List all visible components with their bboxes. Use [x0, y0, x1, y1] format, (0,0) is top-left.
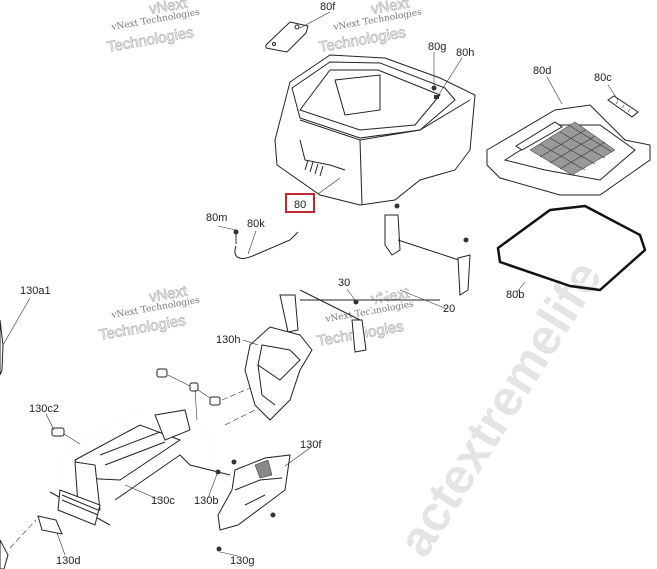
part-80d-lid[interactable]: [486, 104, 651, 196]
part-spacers[interactable]: [156, 368, 256, 426]
lid-grid-pattern: [529, 121, 616, 176]
callout-130f: 130f: [300, 439, 322, 451]
part-80h-bolt[interactable]: [434, 95, 439, 99]
callout-80d: 80d: [533, 65, 551, 77]
part-130c2-bolt[interactable]: [51, 427, 81, 445]
callout-130c2: 130c2: [29, 403, 59, 415]
callout-20: 20: [443, 303, 455, 315]
part-80k-cable[interactable]: [234, 231, 299, 259]
callout-80b: 80b: [506, 289, 524, 301]
leader-lines: [2, 11, 619, 557]
svg-text:Technologies: Technologies: [318, 24, 407, 56]
callout-80f: 80f: [320, 1, 336, 13]
part-130a1[interactable]: [0, 319, 9, 569]
part-130c-frame[interactable]: [49, 409, 231, 526]
part-80b-seal[interactable]: [496, 204, 647, 292]
callout-80g: 80g: [428, 41, 446, 53]
callout-80k: 80k: [247, 218, 265, 230]
callout-130a1: 130a1: [20, 285, 51, 297]
callout-30: 30: [338, 277, 350, 289]
watermark-mid-left: vNext vNext Technologies Technologies: [97, 282, 201, 344]
highlight-box: [285, 193, 315, 213]
callout-130h: 130h: [216, 334, 240, 346]
callout-130c: 130c: [151, 495, 175, 507]
part-130b-screws[interactable]: [215, 459, 237, 475]
part-80g-screw[interactable]: [431, 85, 437, 91]
callout-80[interactable]: 80: [294, 199, 306, 211]
part-130d-plate[interactable]: [9, 515, 63, 549]
part-130h-bracket[interactable]: [244, 326, 313, 421]
part-30-bolts[interactable]: [353, 203, 469, 305]
callout-130g: 130g: [230, 555, 254, 567]
part-80m-screw[interactable]: [233, 229, 239, 245]
part-80f-latch[interactable]: [265, 21, 309, 53]
callout-80m: 80m: [206, 212, 227, 224]
part-80c-hinge[interactable]: [607, 95, 639, 118]
callout-130d: 130d: [56, 555, 80, 567]
part-130g-screw[interactable]: [216, 512, 276, 552]
callout-130b: 130b: [194, 495, 218, 507]
watermark-mid-right: vNext vNext Technologies Technologies: [315, 284, 415, 350]
part-80-storage-box[interactable]: [274, 54, 476, 206]
callout-80c: 80c: [594, 72, 612, 84]
callout-80h: 80h: [456, 47, 474, 59]
part-130f-cover[interactable]: [217, 454, 291, 531]
watermark-top-left: vNext vNext Technologies Technologies: [105, 0, 201, 56]
